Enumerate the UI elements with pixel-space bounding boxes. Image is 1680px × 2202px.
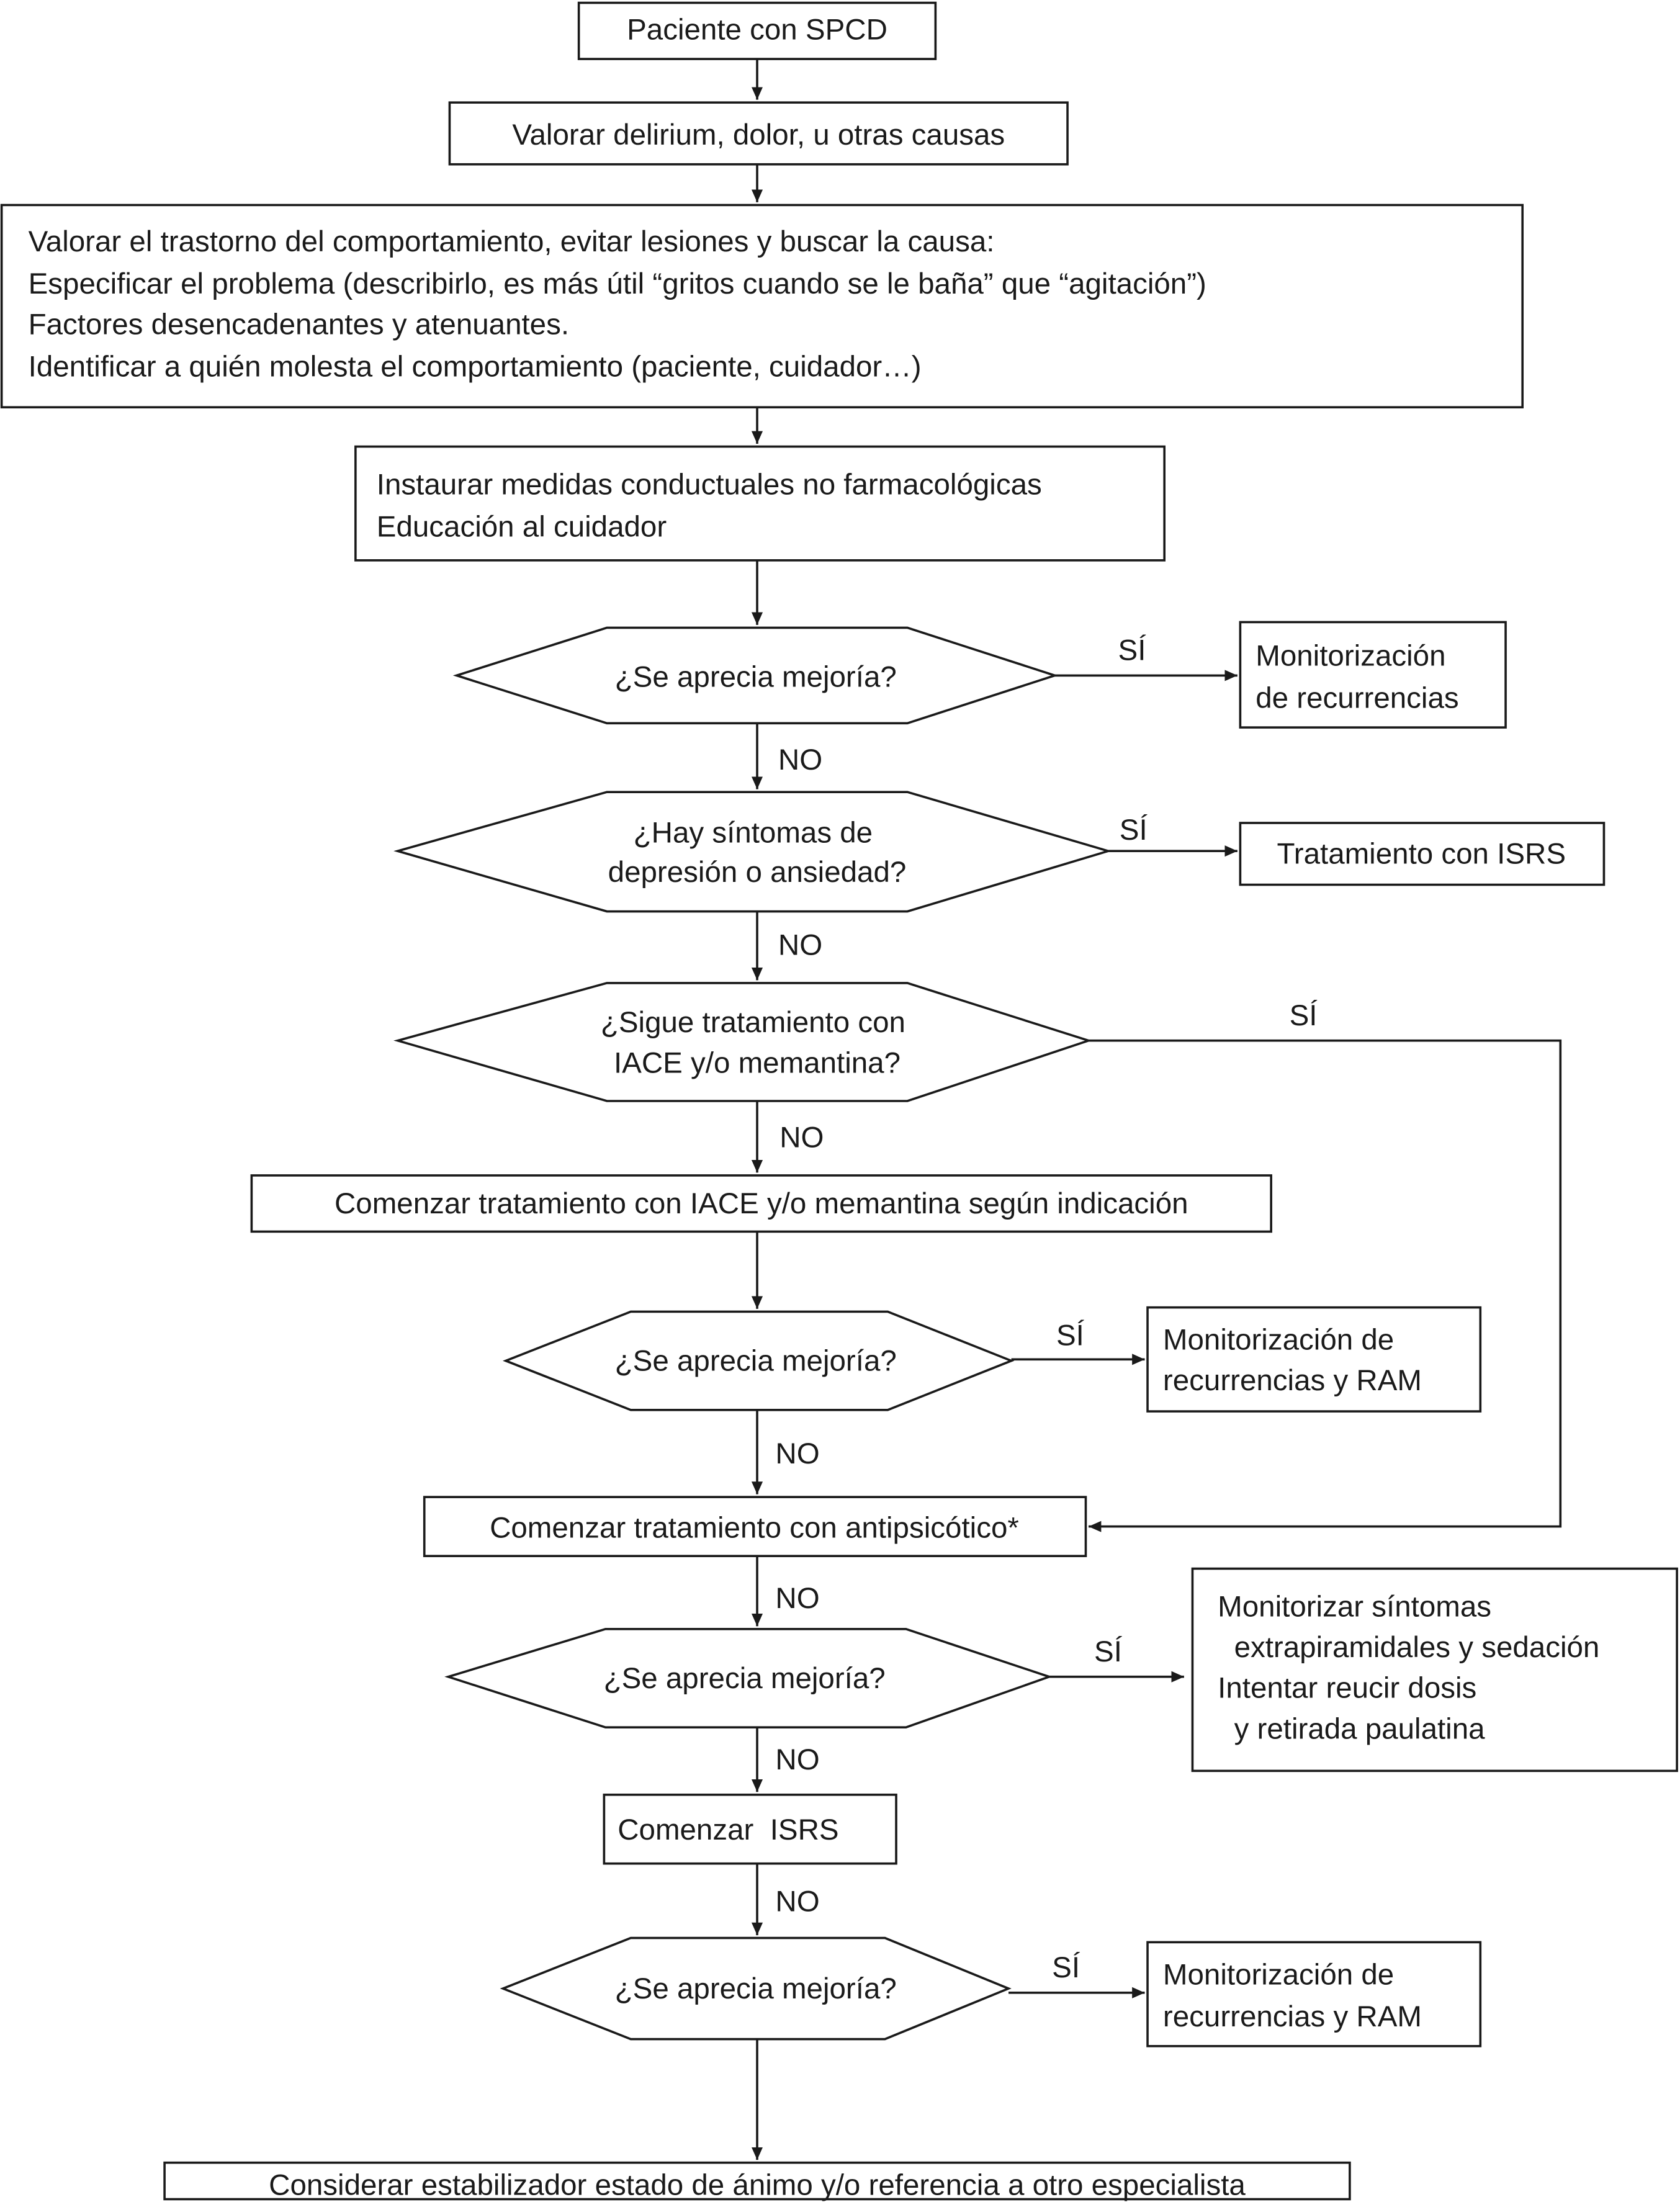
decision-depression-text: ¿Hay síntomas de depresión o ansiedad?: [608, 817, 907, 889]
ssri-treatment-box: Tratamiento con ISRS: [1239, 822, 1606, 886]
monitor-extrapyramidal-box: Monitorizar síntomas extrapiramidales y …: [1191, 1567, 1678, 1773]
label-no-4: NO: [775, 1437, 819, 1470]
non-pharma-measures-box: Instaurar medidas conductuales no farmac…: [354, 445, 1166, 562]
label-yes-4: SÍ: [1056, 1319, 1085, 1352]
label-no-2: NO: [778, 929, 822, 962]
decision-improvement-4-text: ¿Se aprecia mejoría?: [615, 1972, 897, 2005]
decision-depression: ¿Hay síntomas de depresión o ansiedad?: [393, 791, 1113, 913]
decision-iace-text: ¿Sigue tratamiento con IACE y/o memantin…: [601, 1006, 914, 1080]
monitor-recurrence-ram-text-2: Monitorización de recurrencias y RAM: [1163, 1958, 1422, 2033]
assess-delirium-box: Valorar delirium, dolor, u otras causas: [448, 101, 1069, 166]
label-yes-5: SÍ: [1094, 1635, 1123, 1668]
start-iace-box: Comenzar tratamiento con IACE y/o memant…: [250, 1174, 1272, 1233]
monitor-recurrence-text: Monitorización de recurrencias: [1256, 640, 1458, 715]
start-iace-text: Comenzar tratamiento con IACE y/o memant…: [335, 1187, 1188, 1220]
start-antipsychotic-text: Comenzar tratamiento con antipsicótico*: [490, 1512, 1019, 1545]
monitor-recurrence-ram-text-1: Monitorización de recurrencias y RAM: [1163, 1324, 1422, 1398]
decision-improvement-4: ¿Se aprecia mejoría?: [500, 1936, 1012, 2041]
decision-improvement-2: ¿Se aprecia mejoría?: [503, 1310, 1015, 1411]
label-yes-1: SÍ: [1118, 634, 1147, 667]
ssri-treatment-text: Tratamiento con ISRS: [1277, 838, 1566, 871]
label-no-7: NO: [775, 1885, 819, 1918]
monitor-extrapyramidal-text: Monitorizar síntomas extrapiramidales y …: [1218, 1590, 1599, 1745]
monitor-recurrence-box: Monitorización de recurrencias: [1239, 621, 1507, 729]
arrow-decision3-yes: [1089, 1039, 1562, 1532]
decision-improvement-2-text: ¿Se aprecia mejoría?: [615, 1344, 897, 1377]
label-no-3: NO: [779, 1121, 824, 1154]
label-yes-3: SÍ: [1290, 999, 1318, 1032]
decision-improvement-1-text: ¿Se aprecia mejoría?: [615, 660, 897, 693]
assess-behavior-text: Valorar el trastorno del comportamiento,…: [29, 225, 1215, 383]
edge-labels: SÍ NO SÍ NO SÍ NO SÍ NO NO SÍ NO NO SÍ: [775, 634, 1318, 1984]
non-pharma-measures-text: Instaurar medidas conductuales no farmac…: [377, 468, 1050, 543]
label-yes-6: SÍ: [1052, 1951, 1080, 1984]
label-no-6: NO: [775, 1743, 819, 1776]
start-antipsychotic-box: Comenzar tratamiento con antipsicótico*: [423, 1496, 1087, 1557]
consider-stabilizer-box: Considerar estabilizador estado de ánimo…: [163, 2161, 1351, 2202]
label-no-1: NO: [778, 744, 822, 776]
connectors: [751, 59, 1562, 2160]
decision-improvement-3: ¿Se aprecia mejoría?: [444, 1627, 1053, 1728]
start-ssri-text: Comenzar ISRS: [0, 0, 880, 1846]
label-yes-2: SÍ: [1120, 814, 1148, 847]
assess-behavior-box: Valorar el trastorno del comportamiento,…: [0, 204, 1524, 409]
start-box-text: Paciente con SPCD: [627, 13, 887, 46]
label-no-5: NO: [775, 1582, 819, 1615]
start-box: Paciente con SPCD: [577, 1, 937, 60]
consider-stabilizer-text: Considerar estabilizador estado de ánimo…: [269, 2169, 1246, 2202]
decision-iace: ¿Sigue tratamiento con IACE y/o memantin…: [393, 982, 1092, 1102]
decision-improvement-1: ¿Se aprecia mejoría?: [452, 626, 1059, 725]
monitor-recurrence-ram-box-1: Monitorización de recurrencias y RAM: [1146, 1306, 1482, 1413]
start-ssri-box: Comenzar ISRS: [0, 0, 897, 1865]
monitor-recurrence-ram-box-2: Monitorización de recurrencias y RAM: [1146, 1941, 1482, 2047]
decision-improvement-3-text: ¿Se aprecia mejoría?: [604, 1662, 886, 1695]
assess-delirium-text: Valorar delirium, dolor, u otras causas: [512, 119, 1005, 151]
